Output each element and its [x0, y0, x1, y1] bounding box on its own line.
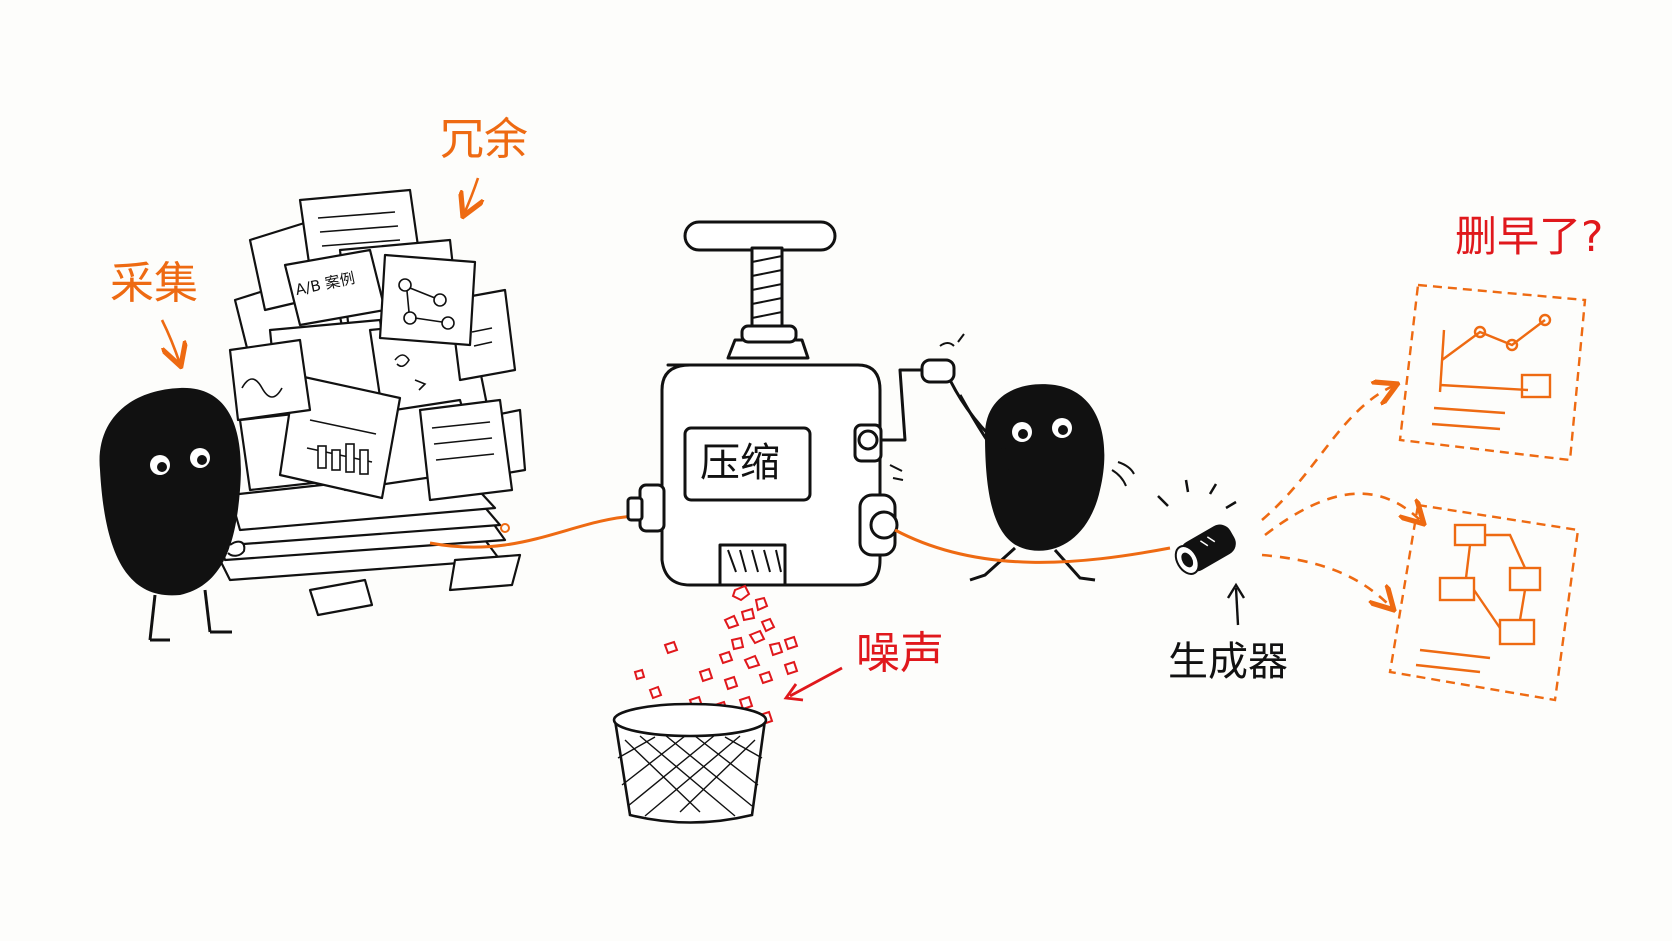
paper-details — [241, 211, 495, 475]
output-wire — [894, 528, 1171, 564]
compression-press — [626, 220, 956, 587]
deleted-too-early-label: 删早了? — [1455, 212, 1604, 261]
operator-creature — [948, 379, 1135, 582]
generator-pointer-arrow — [1234, 587, 1240, 626]
paper-pile — [208, 188, 527, 617]
collect-label: 采集 — [110, 258, 198, 309]
generator-label: 生成器 — [1168, 639, 1288, 685]
output-arrows — [1261, 385, 1422, 608]
press-details — [727, 255, 965, 573]
deleted-doc-flowchart — [1388, 503, 1580, 702]
wastebasket — [612, 702, 768, 824]
redundant-label: 冗余 — [440, 114, 528, 165]
noise-arrow — [789, 666, 843, 698]
redundant-arrow — [464, 177, 478, 214]
noise-label: 噪声 — [856, 628, 944, 679]
input-wire — [429, 514, 636, 549]
collector-creature — [99, 387, 246, 642]
deleted-doc-chart — [1398, 283, 1587, 462]
collect-arrow — [160, 319, 180, 364]
compress-label: 压缩 — [700, 440, 780, 486]
generator-device — [1157, 479, 1237, 575]
